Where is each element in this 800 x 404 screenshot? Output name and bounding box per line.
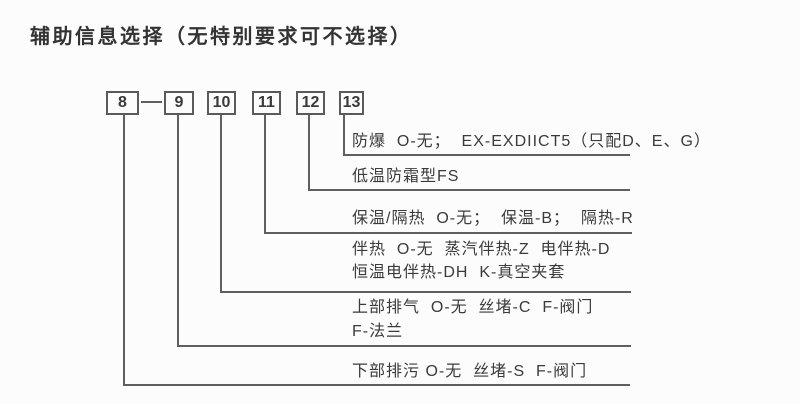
- option-13-explosion-proof: 防爆 O-无； EX-EXDIICT5（只配D、E、G）: [352, 133, 711, 150]
- option-9-upper-vent-line1: 上部排气 O-无 丝堵-C F-阀门: [352, 299, 594, 316]
- leader-line-box8: [123, 115, 125, 386]
- option-11-insulation: 保温/隔热 O-无； 保温-B； 隔热-R: [352, 210, 634, 227]
- option-10-heat-tracing-line2: 恒温电伴热-DH K-真空夹套: [352, 264, 566, 281]
- option-8-lower-drain: 下部排污 O-无 丝堵-S F-阀门: [352, 363, 588, 380]
- code-box-9: 9: [164, 91, 194, 115]
- code-box-13-label: 13: [342, 94, 361, 111]
- code-box-12: 12: [296, 91, 325, 115]
- underline-option-11: [264, 232, 632, 234]
- box8-box9-connector-line: [141, 101, 162, 103]
- option-9-upper-vent-line2: F-法兰: [352, 323, 404, 340]
- code-box-13: 13: [339, 91, 364, 115]
- code-box-8: 8: [106, 91, 139, 115]
- code-box-10: 10: [207, 91, 236, 115]
- page-title: 辅助信息选择（无特别要求可不选择）: [30, 26, 413, 48]
- option-10-heat-tracing-line1: 伴热 O-无 蒸汽伴热-Z 电伴热-D: [352, 241, 611, 258]
- code-box-11: 11: [252, 91, 281, 115]
- code-box-12-label: 12: [301, 94, 320, 111]
- underline-option-9: [177, 345, 631, 347]
- underline-option-13: [343, 154, 630, 156]
- option-12-low-temp-antifrost: 低温防霜型FS: [352, 168, 460, 185]
- underline-option-8: [123, 384, 630, 386]
- code-box-8-label: 8: [118, 94, 127, 111]
- leader-line-box11: [264, 115, 266, 234]
- leader-line-box10: [220, 115, 222, 293]
- leader-line-box9: [177, 115, 179, 347]
- leader-line-box13: [343, 115, 345, 156]
- leader-line-box12: [308, 115, 310, 191]
- code-box-9-label: 9: [174, 94, 184, 111]
- underline-option-10: [220, 291, 631, 293]
- code-box-10-label: 10: [212, 94, 231, 111]
- underline-option-12: [308, 189, 630, 191]
- code-box-11-label: 11: [258, 94, 275, 111]
